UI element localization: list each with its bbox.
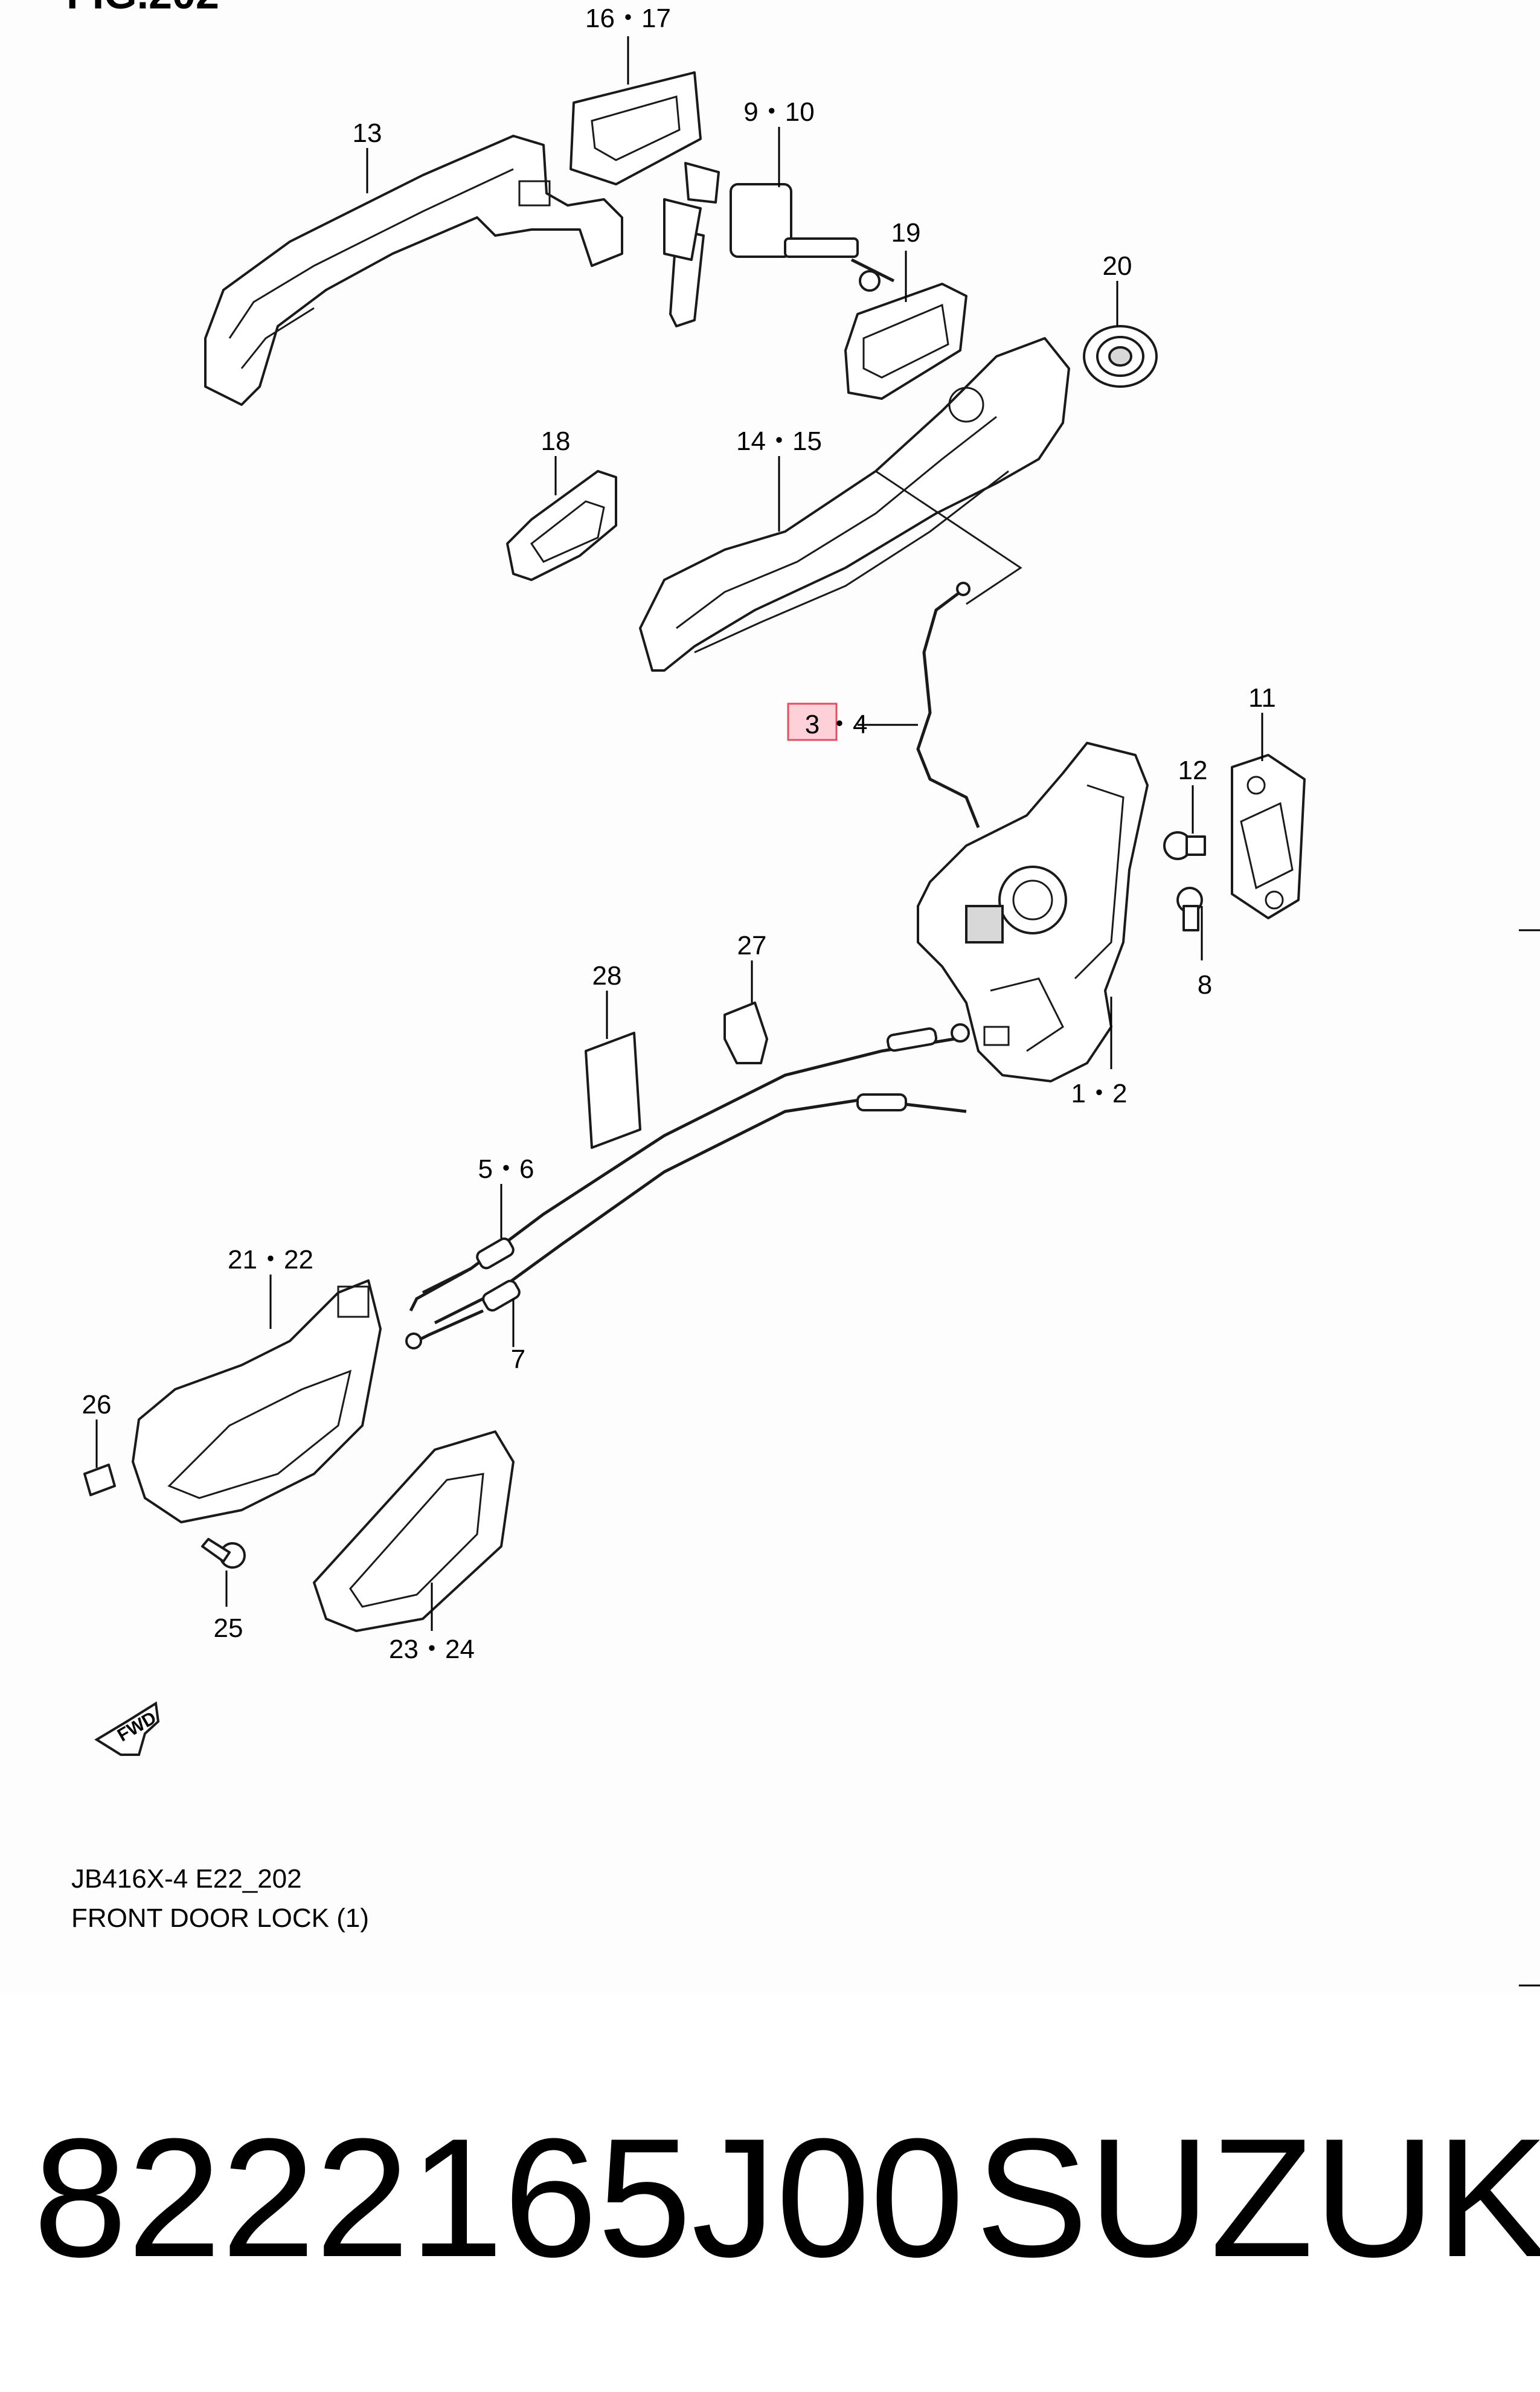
callout-8: 8 (1198, 970, 1212, 1000)
callout-19: 19 (891, 218, 921, 248)
callout-12: 12 (1178, 756, 1208, 785)
part-13-outside-handle (204, 135, 623, 406)
callout-23-24: 23・24 (389, 1635, 475, 1664)
part-3-4-lock-rod (916, 582, 980, 828)
part-16-17-handle-cap (569, 71, 702, 185)
callout-16-17: 16・17 (585, 4, 671, 33)
part-8-screw (1176, 887, 1203, 931)
callout-1-2: 1・2 (1071, 1079, 1128, 1108)
callout-11: 11 (1248, 683, 1276, 713)
callout-9-10: 9・10 (743, 97, 814, 127)
part-26-clip (83, 1464, 116, 1496)
callout-27: 27 (737, 931, 767, 960)
part-27-clip (723, 1001, 768, 1064)
callout-14-15: 14・15 (736, 426, 822, 456)
footer-part-number: 8222165J00 (33, 2104, 964, 2292)
part-12-screw (1163, 831, 1206, 860)
figure-code: JB416X-4 E22_202 (71, 1864, 302, 1894)
callout-13: 13 (353, 118, 382, 148)
part-21-22-inside-handle (132, 1279, 382, 1523)
part-11-striker (1231, 754, 1306, 919)
callout-7: 7 (511, 1345, 525, 1374)
part-5-6-7-cables (405, 1023, 970, 1349)
callout-20: 20 (1103, 251, 1132, 281)
part-25-screw (201, 1538, 246, 1569)
part-20-grommet (1083, 325, 1158, 388)
callout-3: 3 (805, 710, 820, 739)
part-18-bezel (506, 470, 617, 581)
part-14-15-handle-frame (639, 337, 1070, 672)
callout-3-highlight (787, 702, 838, 741)
footer-brand: SUZUKI (975, 2104, 1540, 2292)
callout-21-22: 21・22 (228, 1245, 313, 1275)
callout-26: 26 (82, 1390, 112, 1419)
figure-title: FIG.202 (66, 0, 219, 18)
part-23-24-inside-handle-bezel (313, 1430, 515, 1632)
callout-25: 25 (214, 1613, 243, 1643)
part-9-10-lock-cylinder-and-keys (663, 162, 895, 327)
part-1-2-door-lock-actuator (917, 742, 1149, 1082)
callout-4: ・4 (826, 710, 867, 739)
callout-28: 28 (592, 961, 622, 991)
part-19-gasket (844, 283, 967, 400)
figure-name: FRONT DOOR LOCK (1) (71, 1903, 369, 1933)
part-28-pad (585, 1032, 641, 1149)
callout-18: 18 (541, 426, 571, 456)
callout-5-6: 5・6 (478, 1154, 534, 1184)
